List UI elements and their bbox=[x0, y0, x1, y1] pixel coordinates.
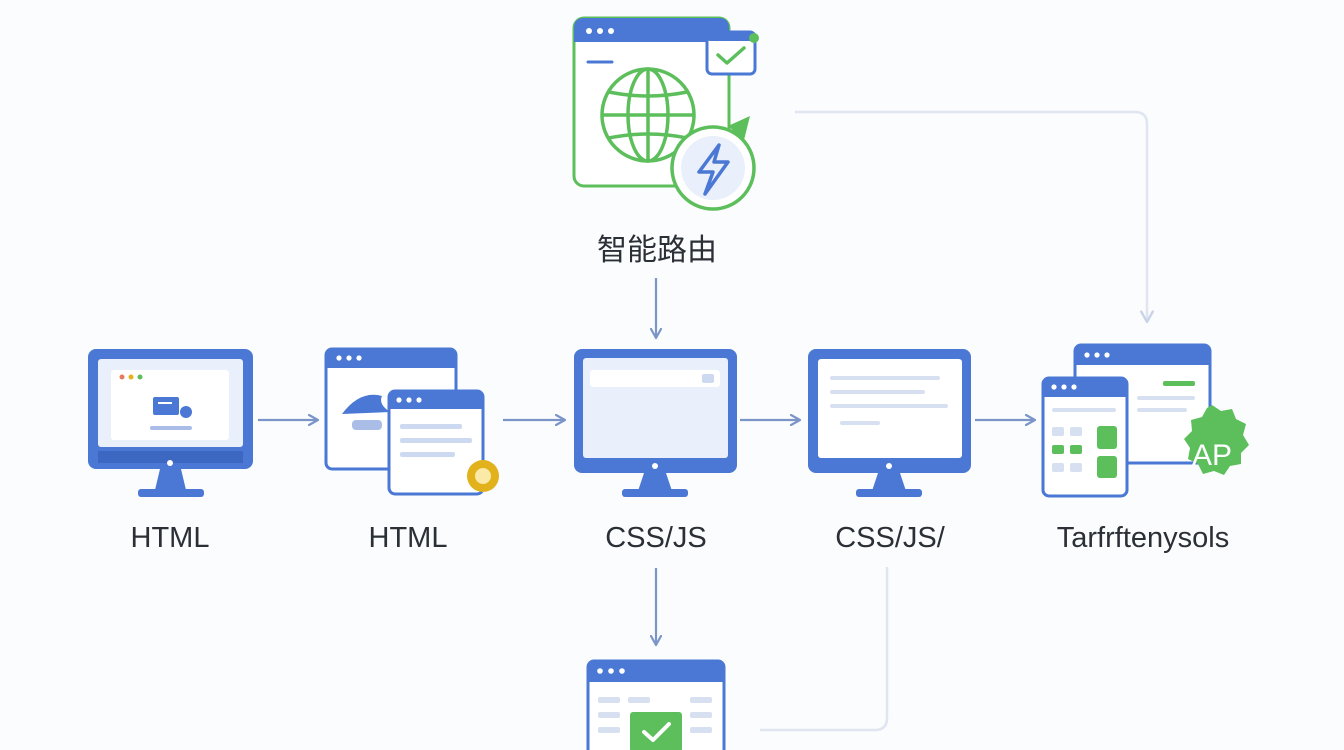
checked-browser-window-icon bbox=[586, 659, 726, 750]
desktop-monitor-icon bbox=[88, 349, 253, 497]
ap-badge: AP bbox=[1184, 405, 1249, 475]
node-3-label: CSS/JS bbox=[605, 522, 707, 554]
globe-lightning-browser-icon bbox=[572, 16, 759, 211]
connector-node-4-to-bottom bbox=[760, 567, 889, 732]
node-5-label: Tarfrftenysols bbox=[1057, 522, 1229, 554]
stacked-browser-windows-icon bbox=[324, 347, 499, 496]
top-node-label: 智能路由 bbox=[597, 233, 717, 268]
desktop-monitor-icon bbox=[574, 349, 737, 497]
node-4-label: CSS/JS/ bbox=[835, 522, 946, 554]
ap-badge-text: AP bbox=[1192, 439, 1232, 472]
node-2-label: HTML bbox=[369, 522, 448, 554]
connectors bbox=[258, 110, 1154, 732]
connector-top-to-right bbox=[795, 110, 1154, 324]
node-1-label: HTML bbox=[131, 522, 210, 554]
dashboard-windows-icon bbox=[1041, 343, 1212, 498]
desktop-monitor-icon bbox=[808, 349, 971, 497]
